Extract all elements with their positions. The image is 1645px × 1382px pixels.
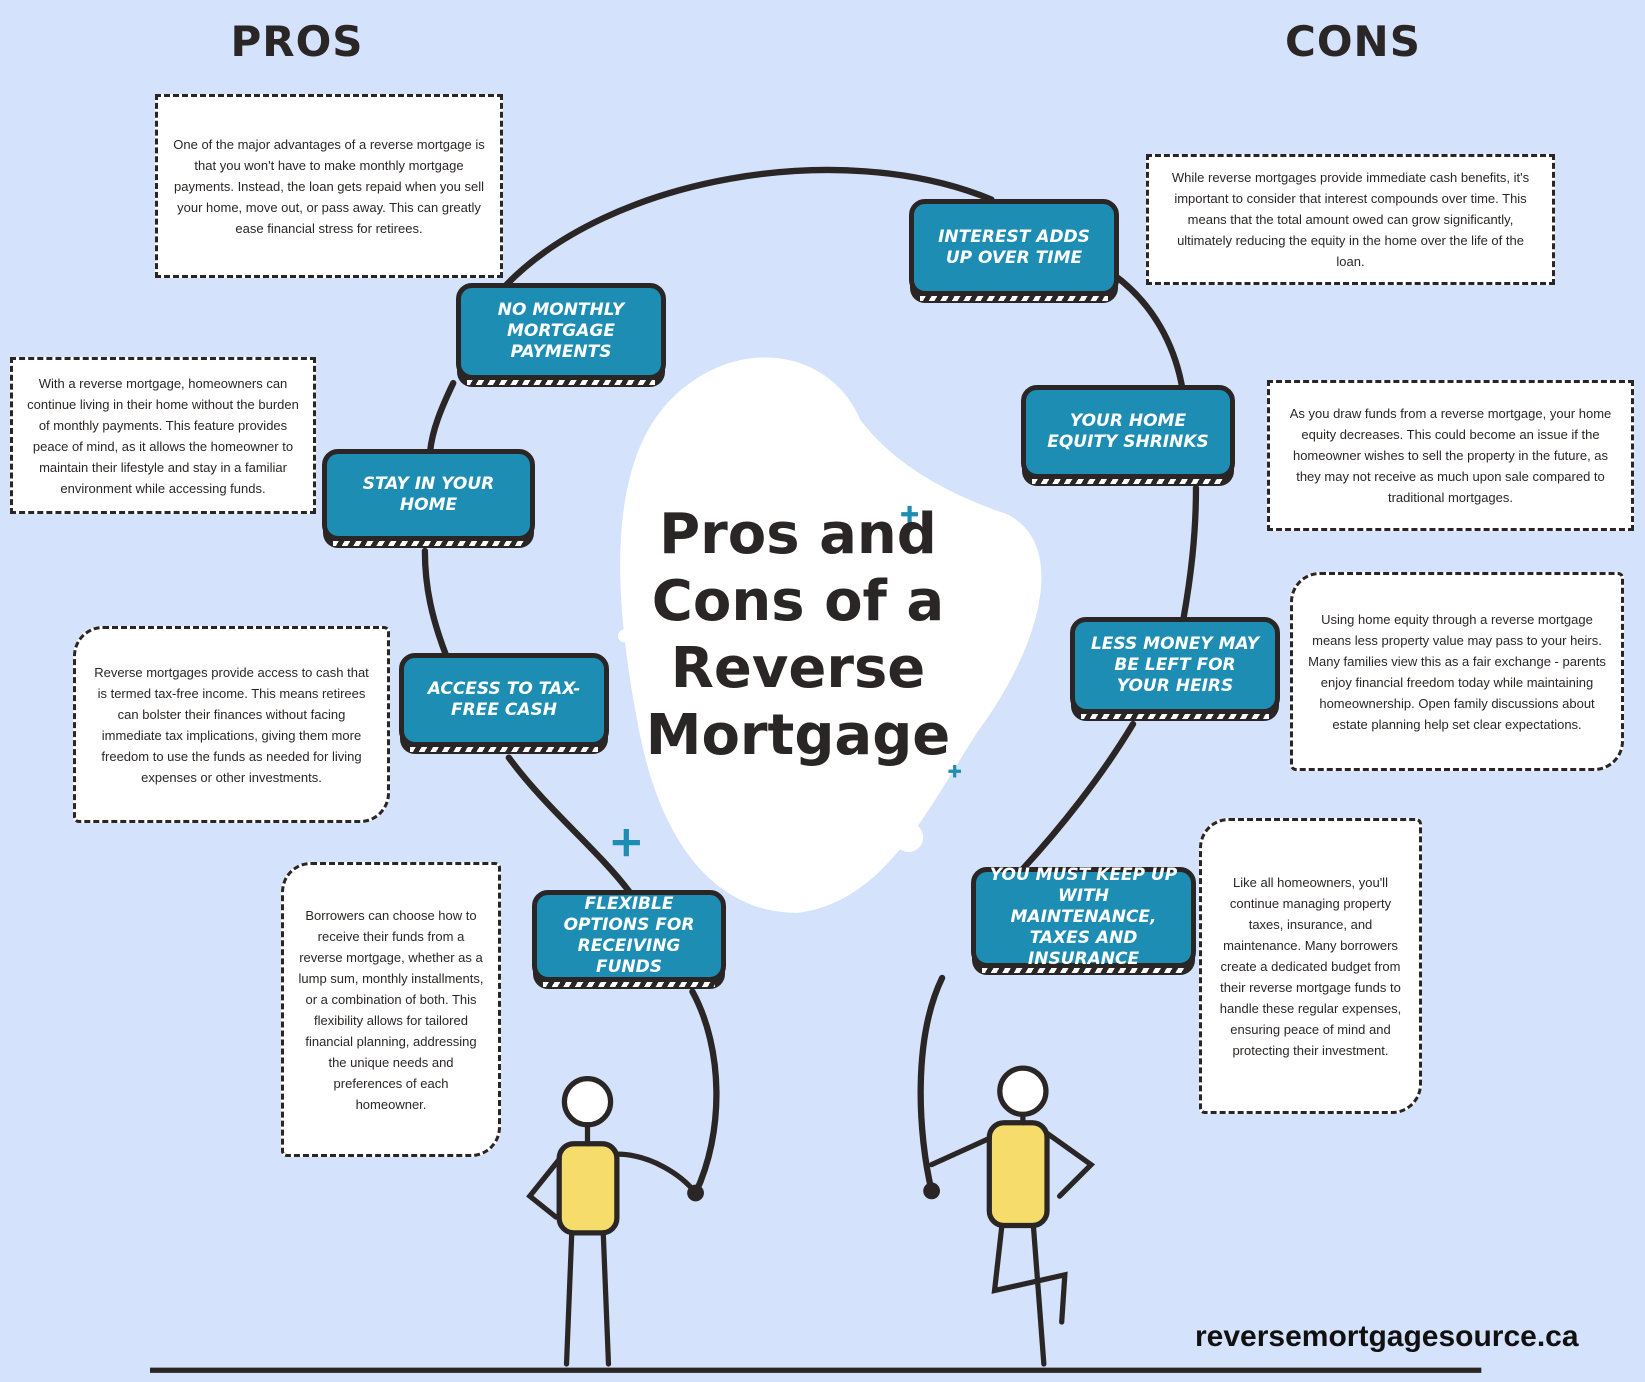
- pros-heading: PROS: [230, 17, 364, 66]
- pros-description-3: Reverse mortgages provide access to cash…: [73, 626, 390, 823]
- cons-description-3: Using home equity through a reverse mort…: [1290, 572, 1624, 771]
- cons-description-2: As you draw funds from a reverse mortgag…: [1267, 380, 1634, 531]
- person-right: [928, 1065, 1096, 1367]
- con-label-interest: Interest adds up over time: [909, 199, 1119, 301]
- main-title: Pros and Cons of a Reverse Mortgage: [645, 502, 951, 768]
- plus-icon: [612, 505, 961, 857]
- cons-description-1: While reverse mortgages provide immediat…: [1146, 154, 1555, 285]
- bubble: [617, 629, 631, 643]
- pros-description-1: One of the major advantages of a reverse…: [155, 94, 503, 278]
- bubble: [893, 822, 924, 853]
- pros-description-4: Borrowers can choose how to receive thei…: [281, 862, 501, 1157]
- cons-description-4: Like all homeowners, you'll continue man…: [1199, 818, 1422, 1114]
- con-label-equity-shrinks: Your home equity shrinks: [1021, 385, 1235, 484]
- cons-heading: CONS: [1285, 17, 1421, 66]
- con-label-maintenance: You must keep up with maintenance, taxes…: [971, 865, 1196, 973]
- pro-label-tax-free-cash: Access to tax-free cash: [399, 653, 609, 752]
- con-label-less-money-heirs: Less money may be left for your heirs: [1070, 617, 1280, 719]
- center-blob: [620, 357, 1042, 913]
- connector-curve: [421, 166, 1200, 1197]
- website-url: reversemortgagesource.ca: [1195, 1320, 1579, 1353]
- bubble: [845, 454, 882, 491]
- person-left: [526, 1076, 699, 1367]
- pro-label-stay-in-home: Stay in your home: [322, 449, 535, 546]
- pros-description-2: With a reverse mortgage, homeowners can …: [10, 357, 316, 514]
- pro-label-flexible-options: Flexible options for receiving funds: [532, 890, 726, 987]
- pro-label-no-monthly-payments: No monthly mortgage payments: [456, 283, 666, 385]
